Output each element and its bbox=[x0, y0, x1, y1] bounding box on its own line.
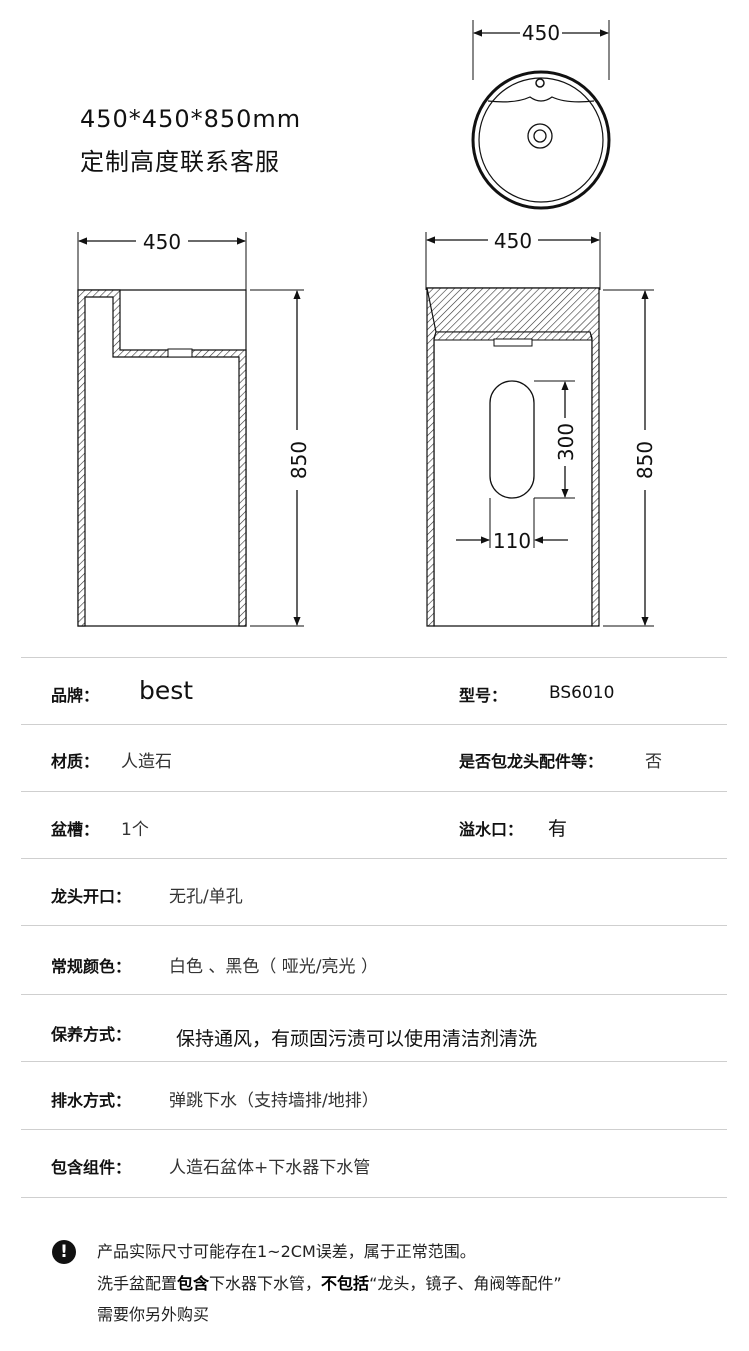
components-value: 人造石盆体+下水器下水管 bbox=[169, 1158, 371, 1178]
overflow-value: 有 bbox=[548, 818, 568, 840]
front-width-label: 450 bbox=[143, 230, 181, 254]
color-label: 常规颜色： bbox=[51, 957, 132, 976]
drain-value: 弹跳下水（支持墙排/地排） bbox=[169, 1091, 379, 1111]
detail-row-components: 包含组件： 人造石盆体+下水器下水管 bbox=[21, 1129, 727, 1198]
detail-row-brand: 品牌： best 型号： BS6010 bbox=[21, 657, 727, 725]
faucet-hole-label: 龙头开口： bbox=[51, 887, 132, 906]
faucet-included-value: 否 bbox=[645, 752, 662, 772]
color-value: 白色 、黑色（ 哑光/亮光 ） bbox=[169, 957, 378, 977]
notice-line-3: 需要你另外购买 bbox=[97, 1305, 210, 1324]
front-section-view: 450 850 bbox=[77, 230, 311, 627]
detail-row-color: 常规颜色： 白色 、黑色（ 哑光/亮光 ） bbox=[21, 925, 727, 993]
faucet-included-label: 是否包龙头配件等： bbox=[459, 752, 604, 771]
detail-row-basin: 盆槽： 1个 溢水口： 有 bbox=[21, 791, 727, 859]
notice-line-1: 产品实际尺寸可能存在1~2CM误差，属于正常范围。 bbox=[97, 1242, 476, 1261]
faucet-hole-value: 无孔/单孔 bbox=[169, 887, 243, 907]
product-size: 450*450*850mm bbox=[80, 105, 302, 133]
drain-label: 排水方式： bbox=[51, 1091, 132, 1110]
opening-width-label: 110 bbox=[493, 529, 531, 553]
material-value: 人造石 bbox=[121, 752, 172, 772]
model-label: 型号： bbox=[459, 686, 508, 705]
maintenance-label: 保养方式： bbox=[51, 1025, 132, 1044]
components-label: 包含组件： bbox=[51, 1158, 132, 1177]
top-view: 450 bbox=[471, 20, 611, 210]
brand-value: best bbox=[139, 676, 194, 705]
side-width-label: 450 bbox=[494, 229, 532, 253]
material-label: 材质： bbox=[51, 752, 100, 771]
front-height-label: 850 bbox=[287, 441, 311, 479]
brand-label: 品牌： bbox=[51, 686, 100, 705]
model-value: BS6010 bbox=[549, 683, 615, 703]
notice-line-2: 洗手盆配置包含下水器下水管，不包括“龙头，镜子、角阀等配件” bbox=[97, 1274, 562, 1293]
side-section-view: 450 300 110 850 bbox=[425, 229, 657, 627]
custom-height-note: 定制高度联系客服 bbox=[80, 148, 280, 176]
overflow-label: 溢水口： bbox=[459, 820, 524, 839]
side-height-label: 850 bbox=[633, 441, 657, 479]
technical-drawing: 450 450 850 450 bbox=[77, 20, 657, 627]
detail-row-drain: 排水方式： 弹跳下水（支持墙排/地排） bbox=[21, 1061, 727, 1129]
detail-row-maintenance: 保养方式： 保持通风，有顽固污渍可以使用清洁剂清洗 bbox=[21, 994, 727, 1062]
opening-height-label: 300 bbox=[554, 423, 578, 461]
detail-row-faucet-hole: 龙头开口： 无孔/单孔 bbox=[21, 858, 727, 926]
basin-label: 盆槽： bbox=[51, 820, 100, 839]
detail-row-material: 材质： 人造石 是否包龙头配件等： 否 bbox=[21, 724, 727, 792]
maintenance-value: 保持通风，有顽固污渍可以使用清洁剂清洗 bbox=[176, 1028, 538, 1050]
basin-value: 1个 bbox=[121, 820, 149, 840]
exclamation-icon: ! bbox=[52, 1240, 76, 1264]
top-view-width-label: 450 bbox=[522, 21, 560, 45]
